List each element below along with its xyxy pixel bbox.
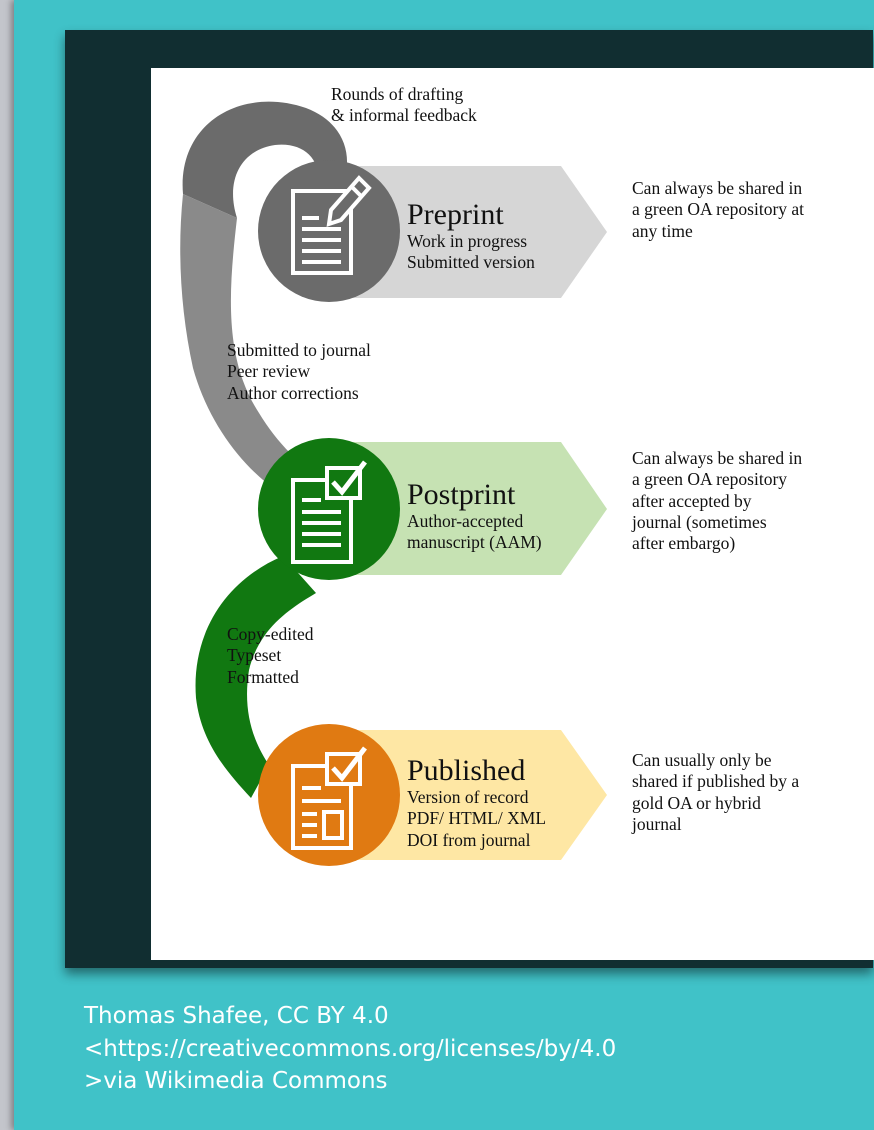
stage-detail: Version of record [407, 787, 529, 807]
sharing-line: after embargo) [632, 533, 736, 554]
image-attribution-caption: Thomas Shafee, CC BY 4.0 <https://creati… [84, 1000, 864, 1098]
stage-detail: DOI from journal [407, 829, 531, 850]
preprint-label: Preprint Work in progress Submitted vers… [407, 198, 535, 274]
published-sharing-text: Can usually only be shared if published … [632, 750, 799, 835]
publication-stages-figure: Rounds of drafting & informal feedback P… [151, 68, 874, 960]
step-line: Submitted to journal [227, 340, 371, 360]
preprint-sharing-text: Can always be shared in a green OA repos… [632, 178, 804, 242]
sharing-line: gold OA or hybrid [632, 792, 761, 813]
step-line: Copy-edited [227, 624, 314, 644]
document-layout-icon [291, 746, 367, 850]
caption-line: <https://creativecommons.org/licenses/by… [84, 1035, 617, 1062]
postprint-label: Postprint Author-accepted manuscript (AA… [407, 478, 542, 554]
published-title: Published [407, 754, 526, 787]
stage-detail: Submitted version [407, 252, 535, 273]
note-line: Rounds of drafting [331, 84, 464, 104]
preprint-title: Preprint [407, 198, 504, 231]
step-line: Author corrections [227, 382, 359, 403]
note-line: & informal feedback [331, 105, 477, 126]
sharing-line: any time [632, 220, 693, 241]
stage-detail: Author-accepted [407, 511, 524, 531]
drafting-loop-shape [182, 101, 348, 218]
sharing-line: journal (sometimes [632, 512, 767, 533]
stage-detail: Work in progress [407, 231, 528, 251]
sharing-line: shared if published by a [632, 771, 800, 792]
caption-line: Thomas Shafee, CC BY 4.0 [84, 1003, 389, 1029]
production-band-shape [195, 556, 316, 798]
production-steps: Copy-edited Typeset Formatted [227, 624, 314, 688]
sharing-line: a green OA repository at [632, 199, 805, 220]
postprint-arrow [329, 442, 607, 575]
published-circle [258, 724, 400, 866]
caption-line: >via Wikimedia Commons [84, 1068, 388, 1095]
preprint-arrow [329, 166, 607, 298]
stage-detail: manuscript (AAM) [407, 532, 542, 553]
sharing-line: journal [632, 814, 682, 835]
document-check-icon [291, 460, 367, 564]
sharing-line: Can always be shared in [632, 448, 803, 468]
step-line: Formatted [227, 666, 299, 687]
step-line: Peer review [227, 361, 311, 382]
image-frame: Rounds of drafting & informal feedback P… [65, 30, 874, 968]
sharing-line: a green OA repository [632, 469, 788, 490]
sharing-line: after accepted by [632, 490, 752, 511]
slide: Rounds of drafting & informal feedback P… [14, 0, 874, 1130]
stage-detail: PDF/ HTML/ XML [407, 808, 547, 829]
postprint-sharing-text: Can always be shared in a green OA repos… [632, 448, 802, 555]
postprint-circle [258, 438, 400, 580]
document-pencil-icon [291, 175, 372, 275]
postprint-title: Postprint [407, 478, 516, 511]
sharing-line: Can always be shared in [632, 178, 803, 198]
drafting-note: Rounds of drafting & informal feedback [331, 84, 477, 127]
stages-diagram [180, 101, 607, 866]
published-arrow [329, 730, 607, 860]
review-steps: Submitted to journal Peer review Author … [227, 340, 371, 404]
step-line: Typeset [227, 645, 282, 666]
review-band-shape [180, 194, 329, 503]
sharing-line: Can usually only be [632, 750, 772, 770]
published-label: Published Version of record PDF/ HTML/ X… [407, 754, 546, 851]
